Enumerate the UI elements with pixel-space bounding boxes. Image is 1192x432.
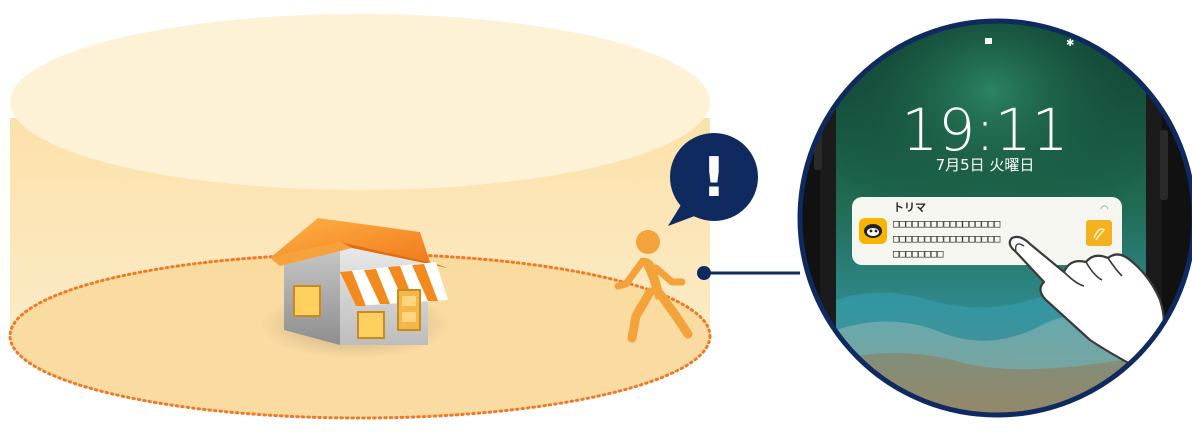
- geofence-cylinder: [8, 14, 712, 420]
- pointing-hand-icon: [1008, 235, 1165, 368]
- penguin-app-icon: [859, 218, 887, 244]
- geofence-top: [10, 14, 710, 190]
- phone-circle-border: [797, 18, 1192, 418]
- lockscreen-time: 19:11: [901, 96, 1068, 164]
- connector-dot: [697, 266, 711, 280]
- alert-symbol: !: [702, 146, 727, 209]
- wifi-icon: ◠: [1100, 204, 1109, 215]
- phone-zoom-circle: ✱ 19:11 7月5日 火曜日 トリマ ◠ □□□□□□□□□□□□□□□□□…: [797, 18, 1192, 418]
- connector-line: [697, 266, 800, 280]
- bluetooth-icon: ✱: [1066, 38, 1074, 49]
- notification-line-2: □□□□□□□□□□□□□□□□□: [893, 233, 1001, 245]
- notification-thumbnail: [1086, 220, 1112, 246]
- lock-icon: [985, 38, 992, 44]
- notification-line-3: □□□□□□□□: [893, 248, 944, 260]
- walking-person-icon: [614, 230, 693, 343]
- store-building-icon: [260, 218, 450, 359]
- notification-app-name: トリマ: [893, 201, 926, 214]
- push-notification[interactable]: トリマ ◠ □□□□□□□□□□□□□□□□□ □□□□□□□□□□□□□□□□…: [852, 197, 1122, 265]
- lockscreen-date: 7月5日 火曜日: [936, 156, 1035, 174]
- exclamation-bubble-icon: !: [668, 133, 758, 226]
- notification-line-1: □□□□□□□□□□□□□□□□□: [893, 218, 1001, 230]
